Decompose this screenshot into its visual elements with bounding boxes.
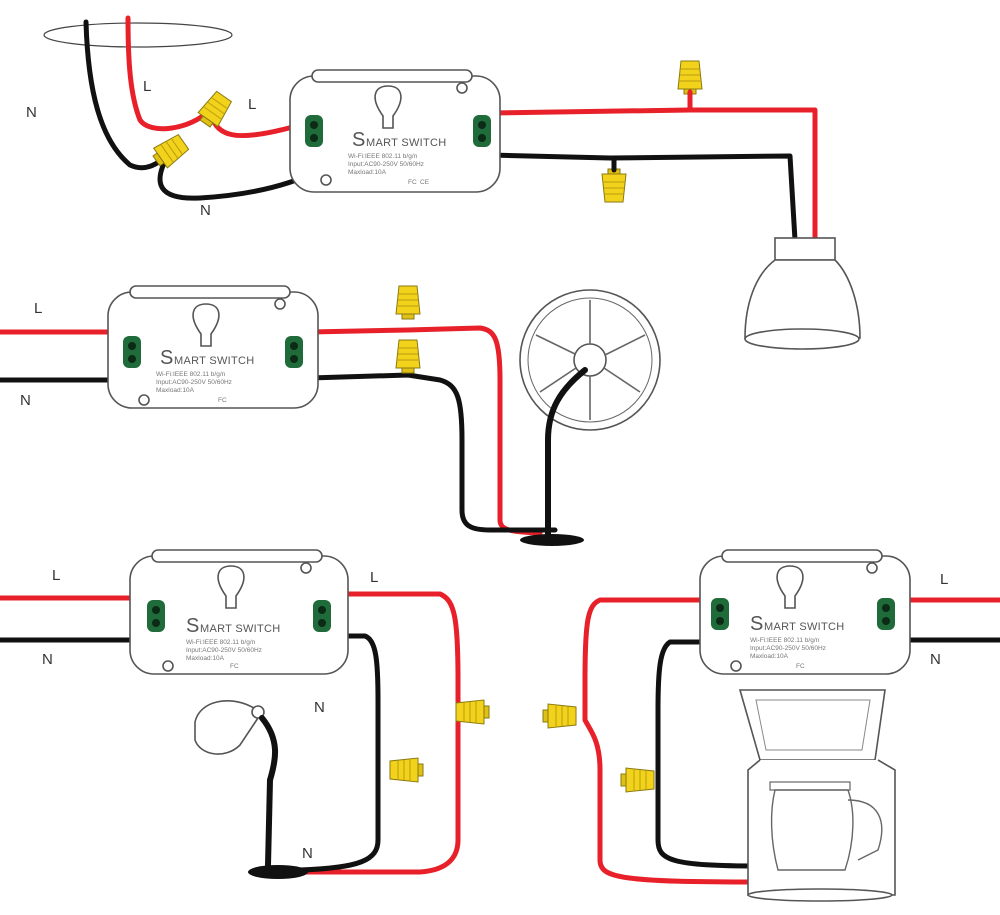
live-label: L	[143, 78, 151, 95]
output-terminal	[877, 598, 895, 630]
switch-spec: Wi-Fi:IEEE 802.11 b/g/n	[750, 637, 820, 644]
switch-brand-initial: S	[186, 615, 199, 637]
fan-icon	[519, 289, 661, 546]
fc-mark: FC	[408, 179, 417, 186]
neutral-label: N	[302, 845, 313, 862]
neutral-label: N	[42, 651, 53, 668]
live-label: L	[940, 571, 948, 588]
neutral-wire-out	[487, 152, 798, 243]
neutral-wire-through	[157, 149, 323, 201]
wire-connector	[395, 285, 421, 320]
neutral-label: N	[20, 392, 31, 409]
switch-spec: Input:AC90-250V 50/60Hz	[156, 379, 232, 386]
live-label: L	[34, 300, 42, 317]
neutral-label: N	[930, 651, 941, 668]
wire-connector	[194, 89, 235, 131]
button-icon	[374, 85, 402, 129]
wire-connector	[395, 339, 421, 374]
switch-spec: Input:AC90-250V 50/60Hz	[186, 647, 262, 654]
neutral-wire-out	[655, 639, 763, 869]
button-icon	[192, 303, 220, 347]
button-icon	[776, 565, 804, 609]
switch-brand-initial: S	[750, 613, 763, 635]
bulb-icon	[744, 237, 861, 350]
live-label: L	[52, 567, 60, 584]
fc-mark: FC	[218, 397, 227, 404]
switch-brand-initial: S	[352, 129, 365, 151]
switch-title: MART SWITCH	[366, 137, 447, 149]
switch-spec: Maxload:10A	[750, 653, 789, 660]
smart-switch: S MART SWITCH Wi-Fi:IEEE 802.11 b/g/n In…	[129, 549, 349, 675]
fc-mark: FC	[796, 663, 805, 670]
desk-lamp-icon	[194, 700, 308, 879]
button-icon	[217, 565, 245, 609]
output-terminal	[473, 115, 491, 147]
live-wire-out	[582, 597, 763, 885]
wire-connector	[677, 60, 703, 95]
neutral-wire-out	[307, 372, 558, 533]
output-terminal	[313, 600, 331, 632]
input-terminal	[123, 336, 141, 368]
coffee-maker-wiring: L N S MART SWITCH Wi-Fi:IEEE 802.11 b/g/…	[542, 549, 1000, 902]
input-terminal	[305, 115, 323, 147]
switch-title: MART SWITCH	[764, 621, 845, 633]
smart-switch: S MART SWITCH Wi-Fi:IEEE 802.11 b/g/n In…	[107, 285, 319, 409]
neutral-wire-in	[83, 19, 173, 171]
live-label: L	[370, 569, 378, 586]
ce-mark: CE	[420, 179, 430, 186]
switch-spec: Wi-Fi:IEEE 802.11 b/g/n	[186, 639, 256, 646]
switch-spec: Maxload:10A	[186, 655, 225, 662]
output-terminal	[285, 336, 303, 368]
switch-title: MART SWITCH	[200, 623, 281, 635]
switch-spec: Wi-Fi:IEEE 802.11 b/g/n	[156, 371, 226, 378]
wire-connector	[601, 168, 627, 203]
fan-wiring: L N S MART SWITCH Wi-Fi:IEEE 802.11 b/g/…	[0, 285, 661, 546]
input-terminal	[147, 600, 165, 632]
neutral-label: N	[314, 699, 325, 716]
neutral-label: N	[200, 202, 211, 219]
switch-spec: Maxload:10A	[156, 387, 195, 394]
switch-spec: Maxload:10A	[348, 169, 387, 176]
switch-spec: Wi-Fi:IEEE 802.11 b/g/n	[348, 153, 418, 160]
smart-switch: S MART SWITCH Wi-Fi:IEEE 802.11 b/g/n In…	[289, 69, 501, 193]
desk-lamp-wiring: L N L N N S MART SWITCH Wi-Fi:IEEE 802.1…	[0, 549, 490, 879]
fan-stand	[545, 367, 588, 538]
live-wire-out	[277, 591, 461, 875]
live-wire-in	[125, 15, 213, 132]
wire-connector	[389, 757, 424, 783]
wire-connector	[620, 767, 655, 793]
coffee-maker-icon	[738, 689, 896, 902]
lamp-stand	[259, 715, 279, 868]
input-terminal	[711, 598, 729, 630]
neutral-label: N	[26, 104, 37, 121]
switch-spec: Input:AC90-250V 50/60Hz	[750, 645, 826, 652]
switch-title: MART SWITCH	[174, 355, 255, 367]
ceiling-light-wiring: N L L N S MART SWITCH Wi-Fi:IEEE 802.11 …	[26, 15, 861, 350]
fc-mark: FC	[230, 663, 239, 670]
switch-spec: Input:AC90-250V 50/60Hz	[348, 161, 424, 168]
live-wire-out	[487, 107, 818, 243]
live-wire-out	[307, 325, 543, 536]
wire-connector	[455, 699, 490, 725]
ceiling-ring	[43, 22, 233, 48]
wire-connector	[542, 703, 577, 729]
live-label: L	[248, 96, 256, 113]
switch-brand-initial: S	[160, 347, 173, 369]
smart-switch: S MART SWITCH Wi-Fi:IEEE 802.11 b/g/n In…	[699, 549, 911, 675]
neutral-wire-out	[297, 633, 381, 873]
